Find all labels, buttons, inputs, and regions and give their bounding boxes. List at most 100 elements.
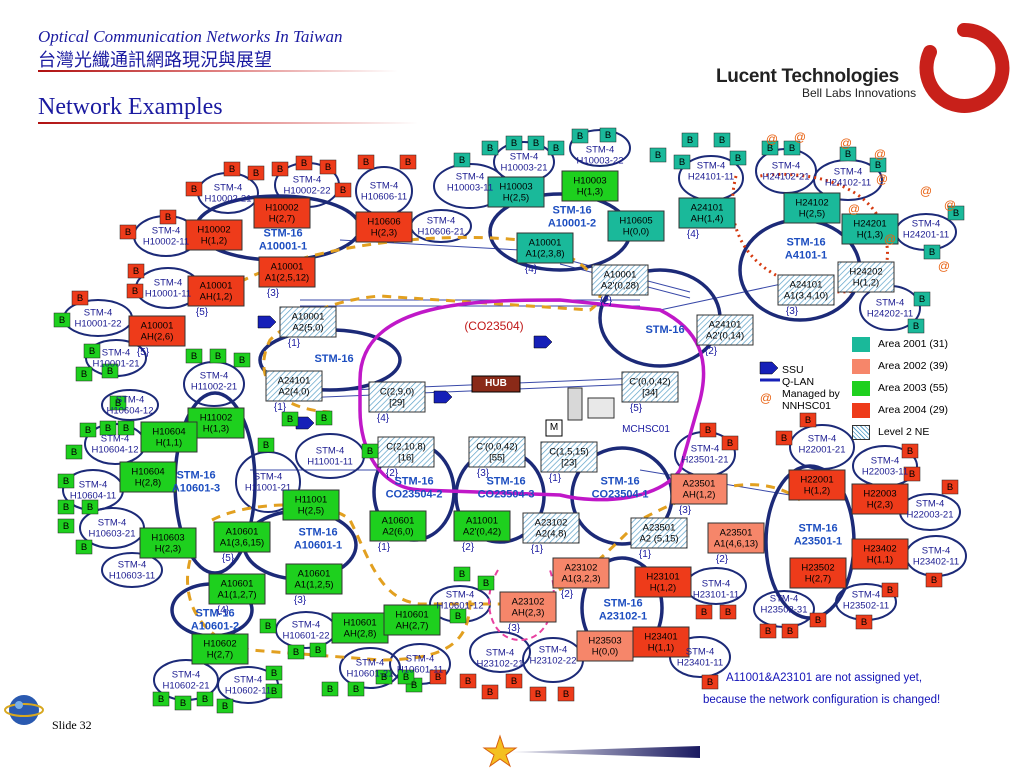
- b-badge: [375, 669, 393, 685]
- b-badge: [101, 363, 119, 379]
- b-badge: [152, 691, 170, 707]
- b-badge: [941, 479, 959, 495]
- b-badge-label: B: [253, 168, 259, 179]
- heading-rule: [38, 122, 418, 124]
- b-badge-label: B: [123, 423, 129, 434]
- ssu-qlan-legend: SSU Q-LAN Managed by NNHSC01: [756, 364, 840, 412]
- co23504-label: (CO23504): [464, 319, 523, 333]
- b-badge-label: B: [511, 138, 517, 149]
- network-element-tag: {3}: [294, 595, 307, 606]
- b-badge-label: B: [81, 369, 87, 380]
- b-badge: [117, 420, 135, 436]
- b-badge-label: B: [63, 502, 69, 513]
- network-element-box: [552, 557, 610, 589]
- legend-label: Area 2003 (55): [878, 382, 949, 394]
- network-element-box: [788, 469, 846, 501]
- network-element-box: [783, 192, 841, 224]
- b-badge-label: B: [403, 672, 409, 683]
- b-badge-label: B: [913, 321, 919, 332]
- network-element-box: [837, 261, 895, 293]
- b-badge-label: B: [315, 645, 321, 656]
- b-badge: [529, 686, 547, 702]
- network-element-box: [516, 232, 574, 264]
- b-badge: [295, 155, 313, 171]
- legend-swatch: [852, 425, 870, 440]
- b-badge-label: B: [875, 160, 881, 171]
- b-badge: [321, 681, 339, 697]
- b-badge-label: B: [363, 157, 369, 168]
- b-badge-label: B: [455, 611, 461, 622]
- b-badge: [309, 642, 327, 658]
- b-badge-label: B: [887, 585, 893, 596]
- b-badge: [174, 695, 192, 711]
- b-badge: [127, 263, 145, 279]
- b-badge-label: B: [765, 626, 771, 637]
- b-badge: [855, 614, 873, 630]
- b-badge: [681, 132, 699, 148]
- b-badge-label: B: [222, 701, 228, 712]
- b-badge-label: B: [71, 447, 77, 458]
- b-badge-label: B: [271, 686, 277, 697]
- b-badge: [196, 691, 214, 707]
- lucent-logo: Lucent Technologies Bell Labs Innovation…: [716, 66, 916, 100]
- b-badge: [839, 146, 857, 162]
- b-badge: [901, 443, 919, 459]
- network-element-tag: {4}: [217, 605, 230, 616]
- b-badge: [397, 669, 415, 685]
- b-badge: [599, 127, 617, 143]
- b-badge-label: B: [77, 293, 83, 304]
- b-badge-label: B: [191, 184, 197, 195]
- b-badge-label: B: [701, 607, 707, 618]
- b-badge: [881, 582, 899, 598]
- b-badge: [907, 318, 925, 334]
- qlan-label: Q-LAN: [782, 376, 815, 388]
- lucent-innovation-ring-icon: [919, 22, 1010, 113]
- fiber-link: [299, 377, 641, 393]
- b-badge-label: B: [277, 164, 283, 175]
- network-element-box: [468, 436, 526, 468]
- b-badge: [429, 669, 447, 685]
- at-marker: @: [794, 130, 806, 144]
- network-element-box: [499, 591, 557, 623]
- b-badge-label: B: [293, 647, 299, 658]
- b-badge: [57, 499, 75, 515]
- b-badge: [719, 604, 737, 620]
- layer-nodes: [119, 170, 909, 665]
- network-element-tag: {1}: [288, 338, 301, 349]
- b-badge-label: B: [577, 131, 583, 142]
- network-element-tag: {5}: [137, 347, 150, 358]
- b-badge-label: B: [265, 621, 271, 632]
- b-badge-label: B: [563, 689, 569, 700]
- b-badge: [257, 437, 275, 453]
- network-element-box: [279, 306, 337, 338]
- b-badge: [721, 435, 739, 451]
- b-badge-label: B: [511, 676, 517, 687]
- b-badge-label: B: [465, 676, 471, 687]
- network-element-box: [119, 461, 177, 493]
- b-badge-label: B: [271, 668, 277, 679]
- b-badge-label: B: [787, 626, 793, 637]
- b-badge-label: B: [687, 135, 693, 146]
- m-label: M: [550, 422, 558, 433]
- stm4-ring: [101, 552, 163, 588]
